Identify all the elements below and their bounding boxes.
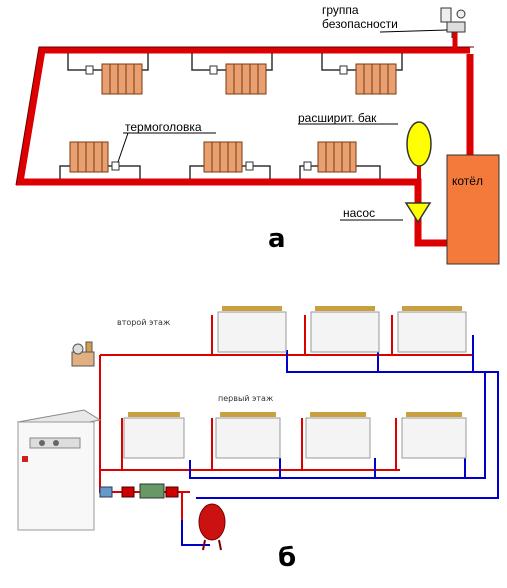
expansion-tank-label: расширит. бак	[298, 111, 377, 125]
radiator-b-lower-1	[123, 412, 185, 459]
supply-loop-outline	[15, 46, 474, 186]
diagram-a: группа безопасности термоголовка расшири…	[15, 3, 500, 265]
expansion-tank-b	[198, 503, 226, 551]
radiator-bottom-3	[299, 141, 381, 179]
thermohead-label: термоголовка	[125, 120, 202, 134]
safety-group-label-1: группа	[322, 3, 359, 17]
diagram-b: второй этаж первый этаж	[16, 306, 499, 573]
return-pipe-b	[181, 335, 499, 546]
radiator-top-2	[191, 53, 273, 95]
radiator-b-upper-2	[310, 306, 380, 353]
pump-label: насос	[343, 206, 375, 220]
safety-group-pointer	[379, 29, 448, 33]
radiator-b-lower-3	[305, 412, 371, 459]
radiator-top-1	[67, 53, 149, 95]
first-floor-label: первый этаж	[218, 394, 273, 403]
valve-icons-b	[99, 483, 179, 499]
safety-group-icon	[440, 7, 466, 38]
caption-a: а	[268, 224, 286, 254]
caption-b: б	[278, 543, 296, 573]
thermohead-pointer-2	[117, 132, 129, 163]
supply-loop-pipe	[15, 46, 474, 247]
radiator-top-3	[321, 53, 403, 95]
radiator-b-upper-1	[217, 306, 287, 353]
second-floor-label: второй этаж	[117, 318, 170, 327]
radiator-b-lower-4	[401, 412, 467, 459]
boiler-label: котёл	[452, 174, 483, 188]
radiator-b-upper-3	[397, 306, 467, 353]
radiator-b-lower-2	[215, 412, 281, 459]
boiler	[446, 154, 500, 265]
expansion-tank	[406, 121, 432, 167]
gas-boiler	[16, 409, 102, 531]
safety-group-b-icon	[71, 341, 95, 367]
safety-group-label-2: безопасности	[322, 17, 398, 31]
radiator-bottom-1	[59, 141, 141, 179]
radiator-bottom-2	[189, 141, 271, 179]
pump-icon	[404, 202, 432, 224]
